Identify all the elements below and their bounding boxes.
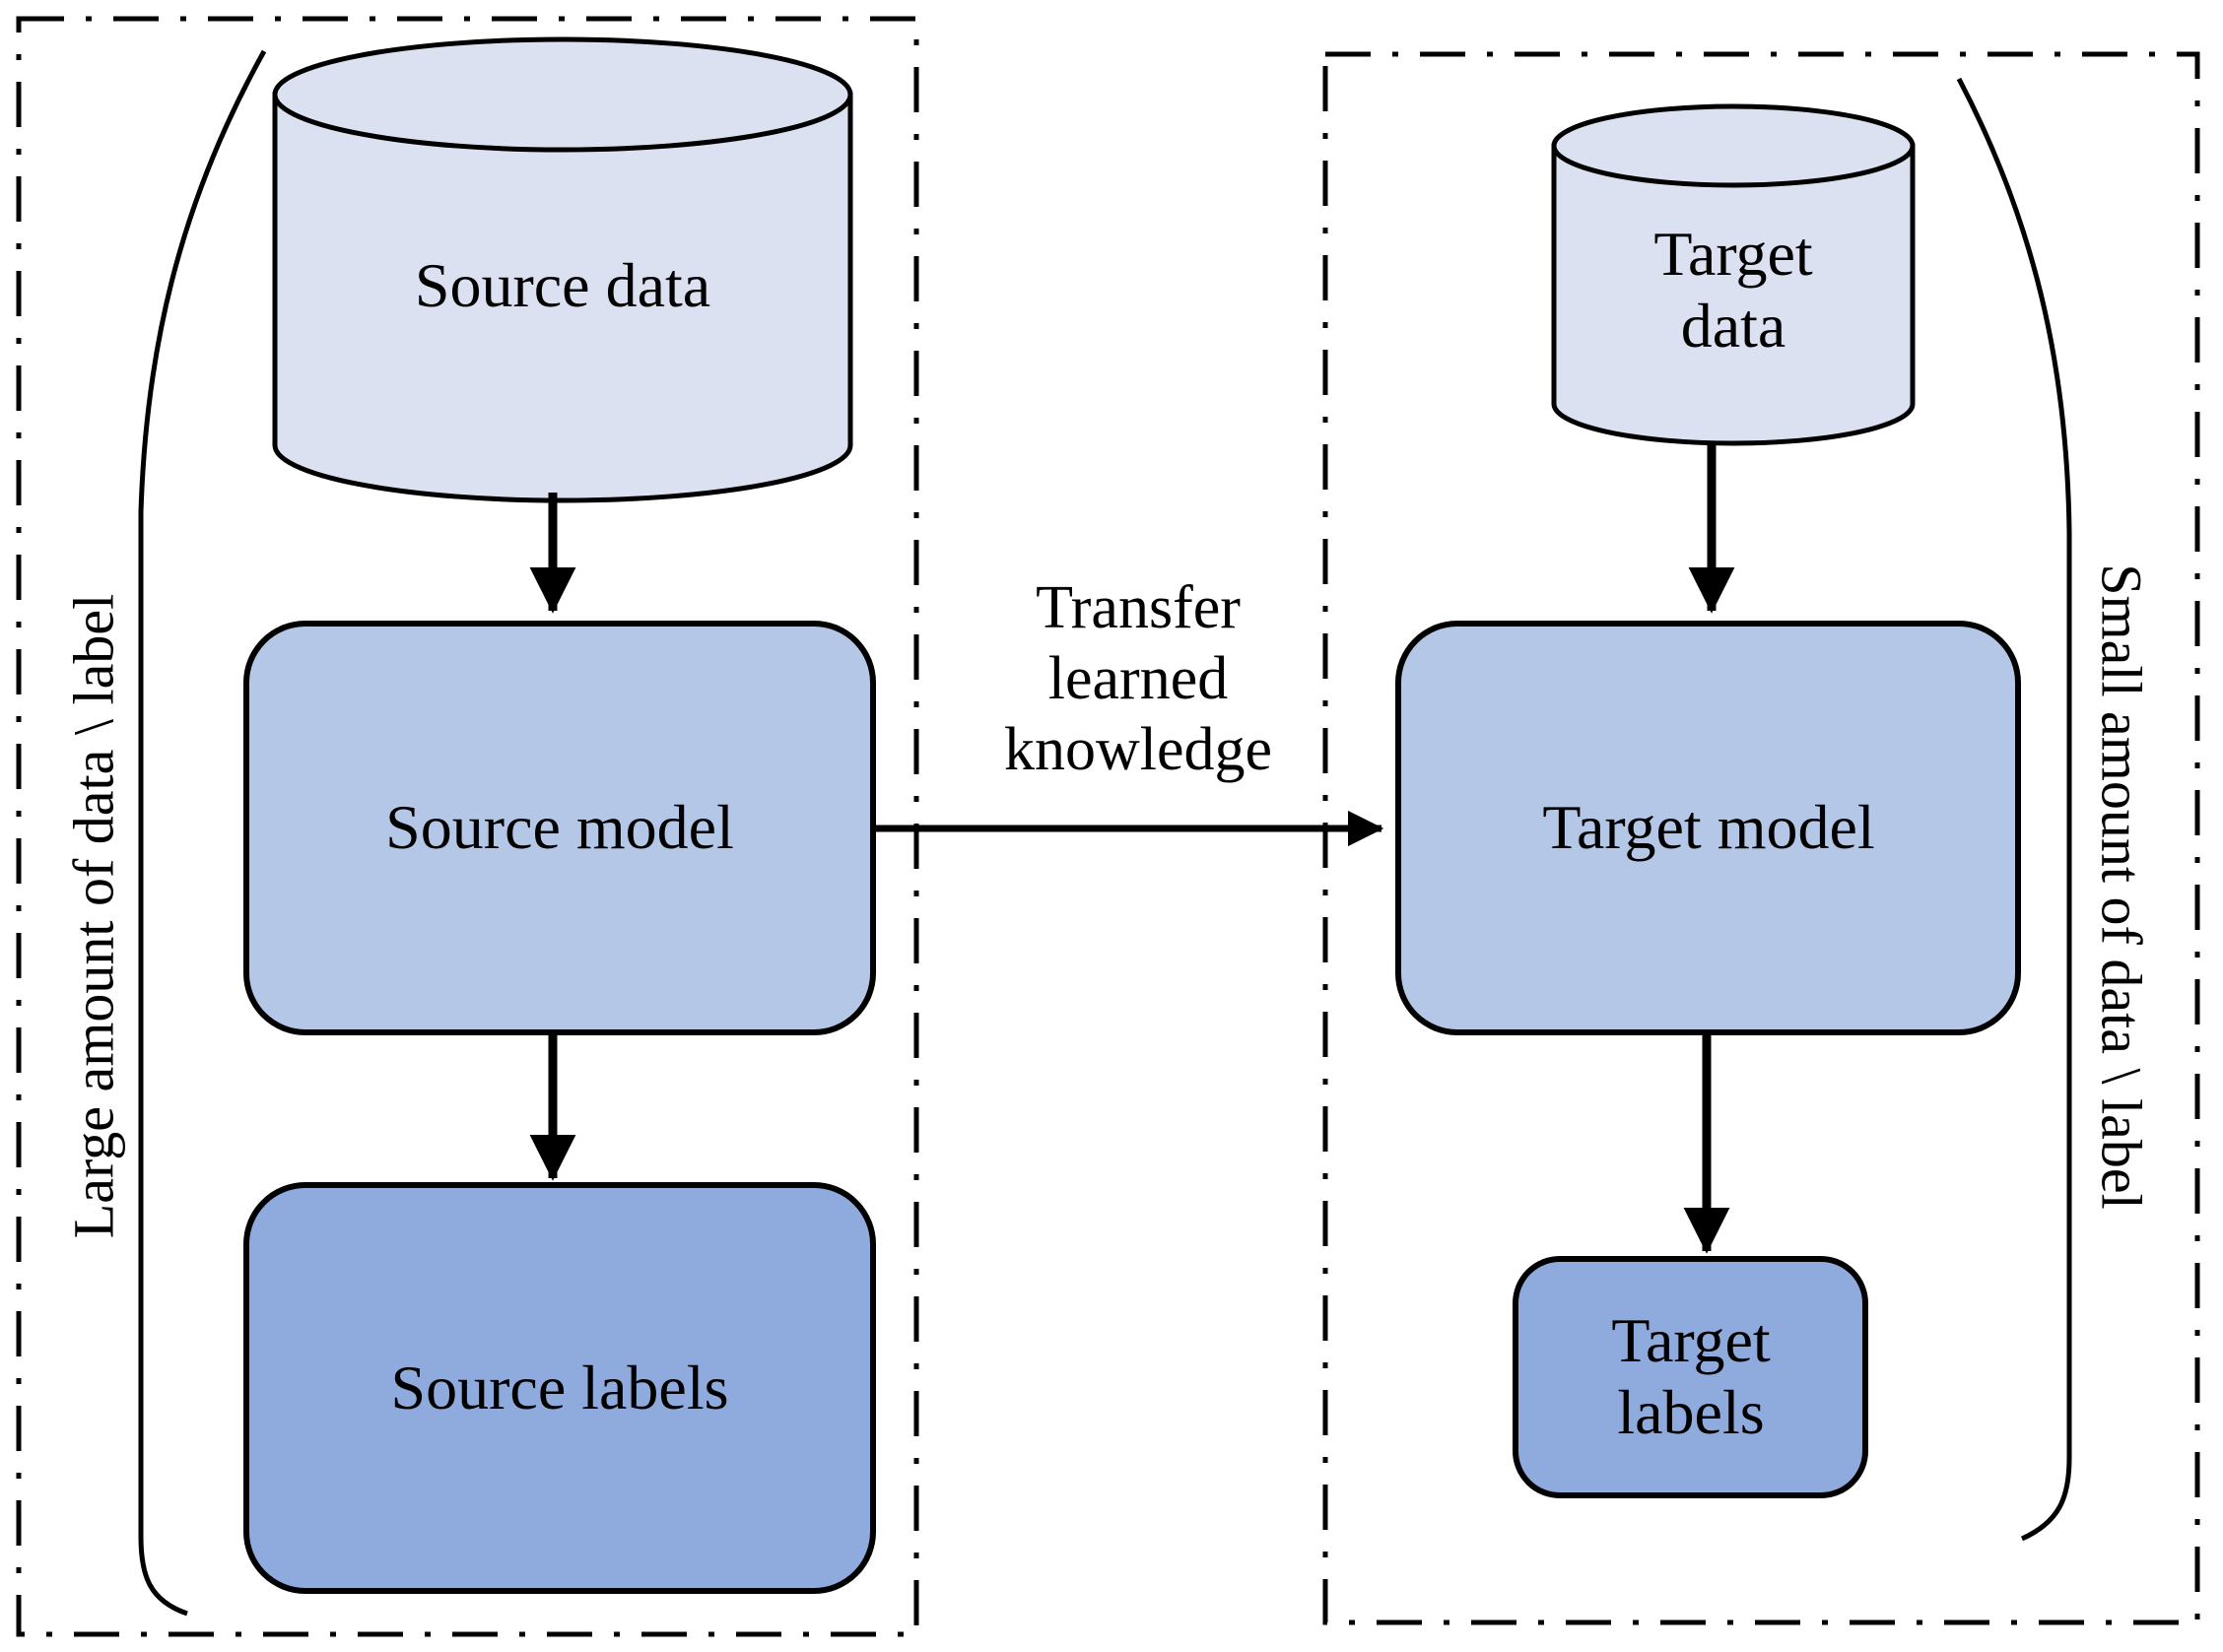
right-brace-icon — [1956, 77, 2072, 1542]
source-data-cylinder-icon — [272, 36, 853, 503]
right-panel-dashed-border — [1322, 51, 2200, 1625]
target-data-cylinder-icon — [1551, 103, 1916, 446]
target-labels-box — [1513, 1256, 1868, 1498]
source-model-box — [243, 621, 876, 1035]
target-model-box — [1395, 621, 2021, 1035]
source-labels-box — [243, 1182, 876, 1594]
left-brace-icon — [138, 49, 267, 1617]
